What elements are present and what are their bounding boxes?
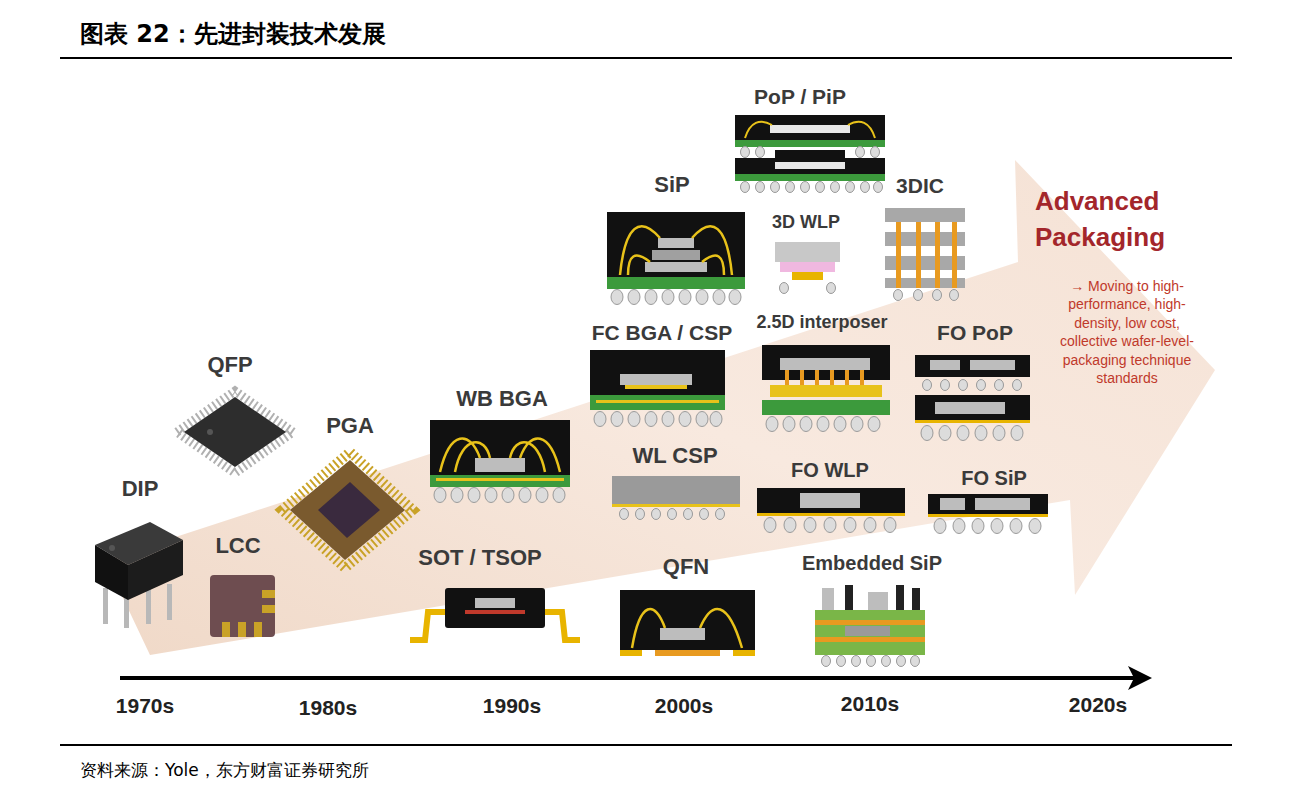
- package-label: QFN: [663, 554, 709, 580]
- package-label: SOT / TSOP: [418, 545, 541, 571]
- package-label: FO PoP: [937, 321, 1013, 345]
- package-label: 2.5D interposer: [756, 312, 887, 333]
- arrow-shape: [105, 160, 1215, 655]
- decade-label: 2020s: [1069, 693, 1127, 717]
- band-heading: Advanced Packaging: [1035, 183, 1195, 256]
- package-label: SiP: [654, 172, 689, 198]
- figure-title: 图表 22：先进封装技术发展: [80, 18, 386, 50]
- package-label: PGA: [326, 413, 374, 439]
- package-label: FO WLP: [791, 459, 869, 482]
- package-label: FO SiP: [961, 467, 1027, 490]
- source-caption: 资料来源：Yole，东方财富证券研究所: [80, 759, 369, 782]
- package-label: Embedded SiP: [802, 552, 942, 575]
- decade-label: 1980s: [299, 696, 357, 720]
- decade-label: 1990s: [483, 694, 541, 718]
- package-label: QFP: [207, 352, 252, 378]
- package-label: 3D WLP: [772, 212, 840, 233]
- package-label: WL CSP: [632, 443, 717, 469]
- decade-label: 1970s: [116, 694, 174, 718]
- band-note: → Moving to high-performance, high-densi…: [1058, 277, 1196, 388]
- decade-label: 2010s: [841, 692, 899, 716]
- package-label: DIP: [122, 476, 159, 502]
- package-label: WB BGA: [456, 386, 548, 412]
- package-label: PoP / PiP: [754, 85, 846, 109]
- package-label: 3DIC: [896, 174, 944, 198]
- package-label: FC BGA / CSP: [592, 321, 732, 345]
- package-label: LCC: [215, 533, 260, 559]
- decade-label: 2000s: [655, 694, 713, 718]
